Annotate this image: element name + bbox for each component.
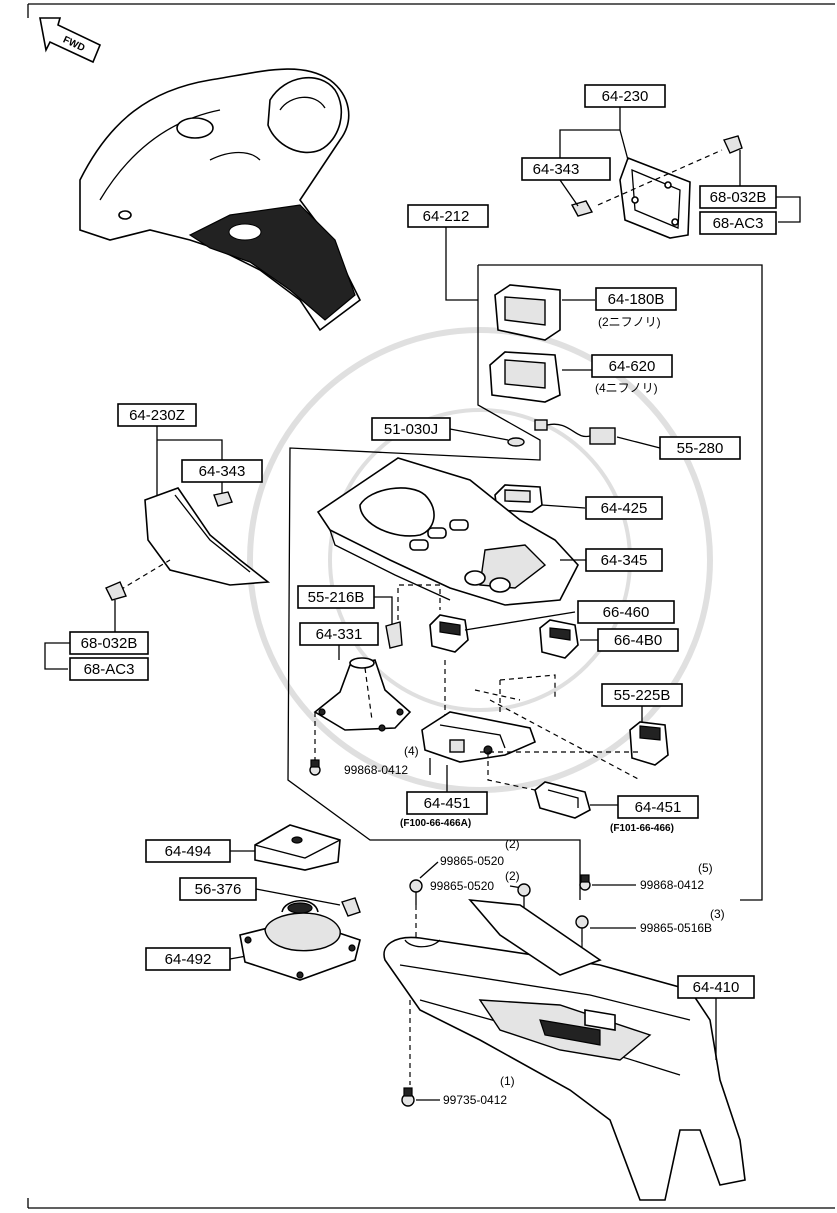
part-64-451-bracket-b [534, 781, 591, 819]
part-64-451-bracket-a [421, 711, 537, 763]
vehicle-console-location-sketch [79, 68, 362, 332]
label-56-376: 56-376 [195, 881, 242, 898]
part-64-410-console [383, 899, 746, 1201]
bolt-99735: 99735-0412 [443, 1093, 507, 1107]
part-64-494-pad [254, 824, 341, 871]
part-bolts-99865 [409, 879, 531, 908]
label-64-451-b-note: (F101-66-466) [610, 823, 674, 834]
label-68-032b-top: 68-032B [710, 189, 767, 206]
label-68-ac3-top: 68-AC3 [713, 215, 764, 232]
page-frame [27, 3, 835, 1209]
label-64-180b: 64-180B [608, 291, 665, 308]
part-64-230z-panel [144, 487, 271, 586]
label-box-64-451-b [617, 795, 699, 819]
qty-5: (5) [698, 861, 713, 875]
label-68-032b-left: 68-032B [81, 635, 138, 652]
part-bolt-99868-b [579, 874, 591, 891]
label-64-230z: 64-230Z [129, 407, 185, 424]
part-51-030j-bulb [507, 437, 525, 447]
part-64-620-tray [489, 351, 561, 403]
label-box-64-425 [585, 496, 663, 520]
part-bolt-99735 [401, 1087, 415, 1107]
part-56-376-nut [341, 897, 361, 917]
label-64-345: 64-345 [601, 552, 648, 569]
assembly-outline [287, 264, 763, 901]
part-64-492-boot [239, 899, 361, 981]
part-64-180b-tray [494, 284, 561, 341]
label-box-66-4b0 [597, 628, 679, 652]
bolt-99865-b: 99865-0520 [430, 879, 494, 893]
bolt-99865-a: 99865-0520 [440, 854, 504, 868]
part-64-230-panel [570, 135, 743, 239]
part-66-460-switch [429, 614, 469, 653]
label-box-68-ac3-left [69, 657, 149, 681]
label-66-460: 66-460 [603, 604, 650, 621]
part-66-4b0-switch [539, 619, 579, 659]
label-64-451-a: 64-451 [424, 795, 471, 812]
label-64-451-b: 64-451 [635, 799, 682, 816]
bolt-99868-a: 99868-0412 [344, 763, 408, 777]
part-64-425 [494, 484, 543, 513]
label-55-225b: 55-225B [614, 687, 671, 704]
part-bolt-99865-0516b [575, 915, 589, 942]
label-64-620: 64-620 [609, 358, 656, 375]
label-box-66-460 [577, 600, 675, 624]
label-box-68-ac3-top [699, 211, 777, 235]
bolt-99868-b: 99868-0412 [640, 878, 704, 892]
qty-1: (1) [500, 1074, 515, 1088]
label-55-216b: 55-216B [308, 589, 365, 606]
label-64-212: 64-212 [423, 208, 470, 225]
label-51-030j: 51-030J [384, 421, 438, 438]
qty-4: (4) [404, 744, 419, 758]
label-64-620-note: (4ニフノリ) [595, 381, 658, 395]
part-68-032b-clip [105, 581, 127, 601]
label-64-343-top: 64-343 [533, 161, 580, 178]
label-box-64-620 [591, 354, 673, 378]
label-64-180b-note: (2ニフノリ) [598, 315, 661, 329]
label-box-64-230 [584, 84, 666, 108]
fwd-arrow-icon: FWD [39, 17, 102, 64]
label-64-451-a-note: (F100-66-466A) [400, 818, 471, 829]
label-64-230: 64-230 [602, 88, 649, 105]
qty-2b: (2) [505, 869, 520, 883]
label-64-425: 64-425 [601, 500, 648, 517]
label-66-4b0: 66-4B0 [614, 632, 662, 649]
label-box-55-280 [659, 436, 741, 460]
label-55-280: 55-280 [677, 440, 724, 457]
label-box-64-343-top [521, 157, 611, 181]
label-64-492: 64-492 [165, 951, 212, 968]
label-64-331: 64-331 [316, 626, 363, 643]
part-55-216b [385, 621, 403, 649]
part-55-280-harness [534, 419, 616, 445]
label-64-494: 64-494 [165, 843, 212, 860]
bolt-99865-0516b: 99865-0516B [640, 921, 712, 935]
label-64-343-left: 64-343 [199, 463, 246, 480]
label-68-ac3-left: 68-AC3 [84, 661, 135, 678]
part-64-331-shift-boot [313, 657, 412, 732]
qty-3: (3) [710, 907, 725, 921]
qty-2a: (2) [505, 837, 520, 851]
part-bolt-99868-a [309, 759, 321, 776]
label-box-64-212 [407, 204, 489, 228]
label-64-410: 64-410 [693, 979, 740, 996]
label-box-64-345 [585, 548, 663, 572]
part-64-345-console-panel [316, 457, 579, 606]
label-box-64-180b [595, 287, 677, 311]
part-55-225b-switch [629, 721, 669, 766]
